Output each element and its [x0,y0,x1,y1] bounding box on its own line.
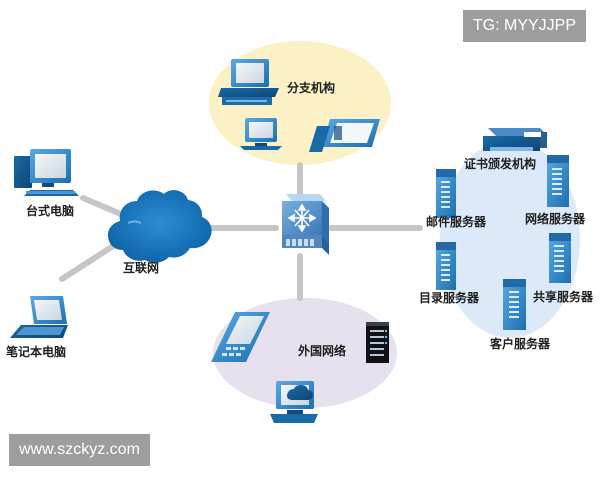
desktop-label: 台式电脑 [26,204,75,218]
internet-label: 互联网 [123,261,160,275]
mail-server-icon [436,169,456,218]
certificate-authority-printer-icon [483,128,548,151]
bottom-watermark: www.szckyz.com [9,434,150,466]
foreign-network-label: 外国网络 [298,344,347,358]
client-server-label: 客户服务器 [490,337,551,351]
network-server-icon [547,155,569,207]
switch-hub-icon [282,194,329,255]
shared-server-label: 共享服务器 [533,290,594,304]
laptop-icon [10,296,68,338]
mail-server-label: 邮件服务器 [426,215,487,229]
internet-cloud-icon [108,190,212,263]
server-zone [440,140,580,338]
desktop-computer-icon [14,149,79,196]
rack-server-icon [366,322,389,363]
top-watermark: TG: MYYJJPP [462,10,586,42]
network-server-label: 网络服务器 [525,212,586,226]
shared-server-icon [549,233,571,283]
branch-tablet-icon [309,119,380,152]
branch-label: 分支机构 [287,81,336,95]
client-server-icon [503,279,526,330]
laptop-label: 笔记本电脑 [6,345,67,359]
pda-icon [211,312,270,362]
certificate-authority-label: 证书颁发机构 [464,157,537,171]
directory-server-icon [436,242,456,290]
foreign-monitor-icon [270,381,318,423]
directory-server-label: 目录服务器 [419,291,480,305]
branch-monitor-icon [240,118,282,150]
branch-desktop-icon [218,59,279,105]
